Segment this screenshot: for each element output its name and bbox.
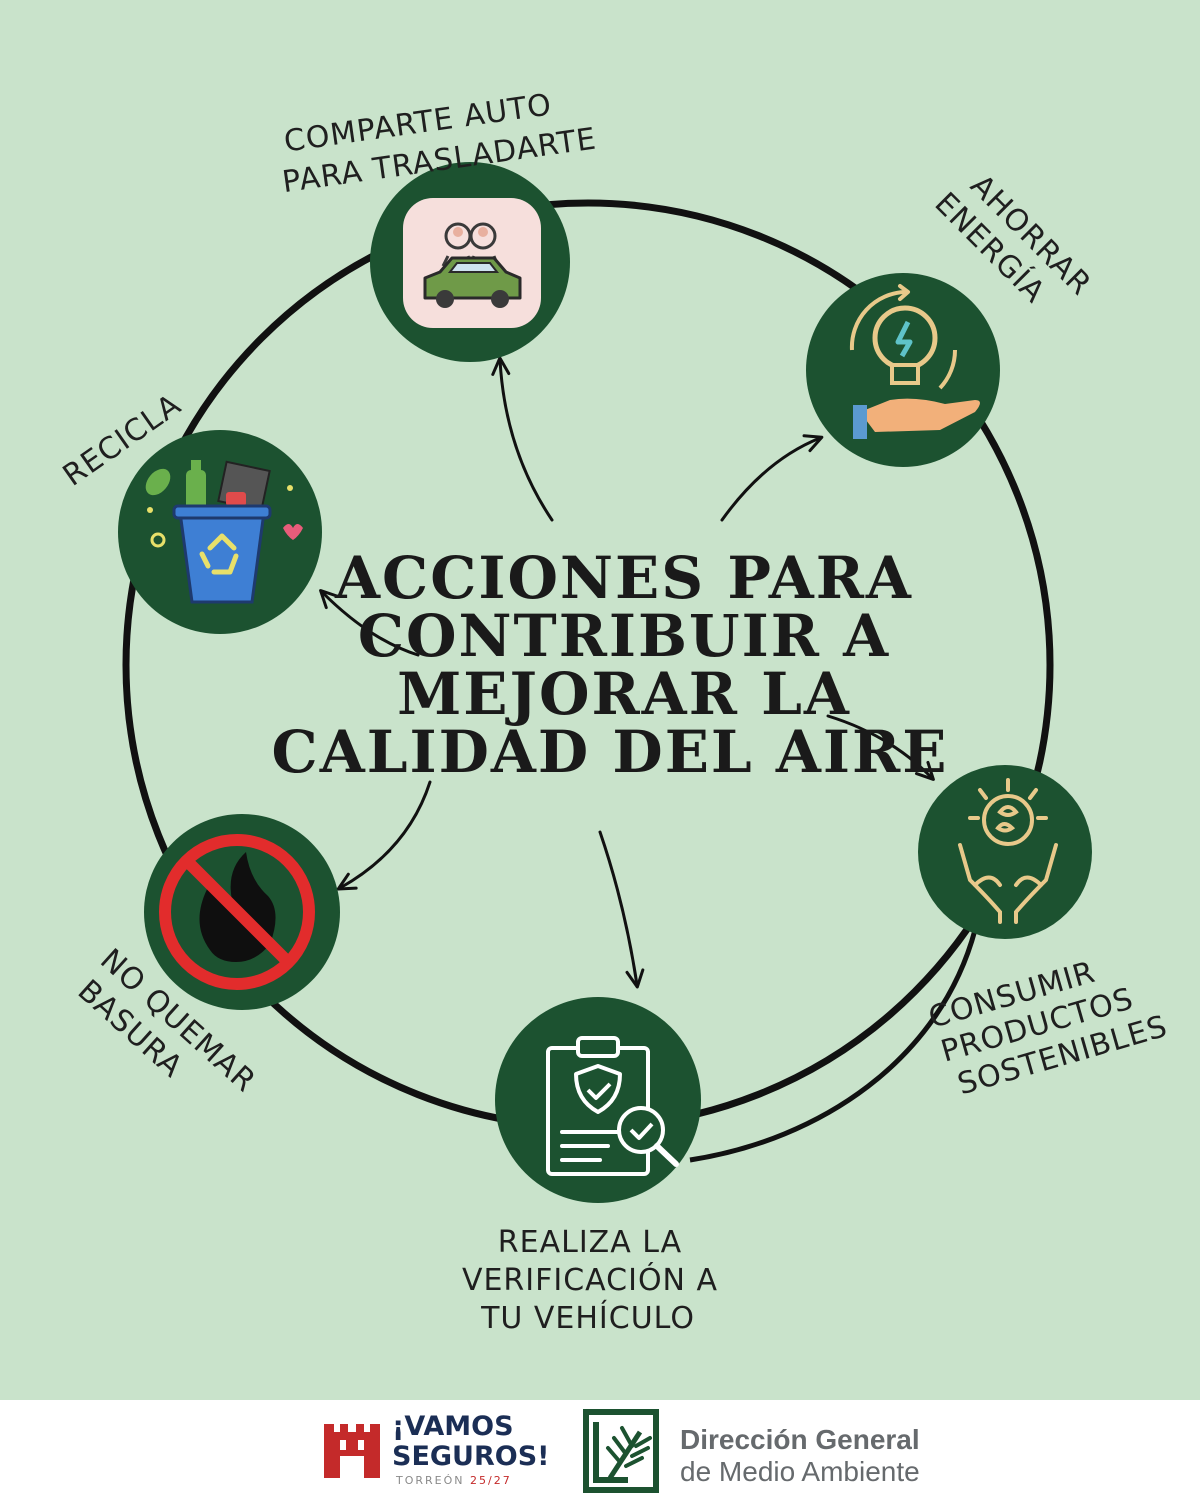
dgma-line1: Dirección General xyxy=(680,1424,920,1455)
energy-bulb-icon xyxy=(806,273,1000,467)
vamos-line1: ¡VAMOS xyxy=(392,1411,514,1442)
action-label-line: REALIZA LA xyxy=(498,1225,682,1260)
verification-clipboard-icon xyxy=(495,997,701,1203)
action-label-line: VERIFICACIÓN A xyxy=(462,1261,718,1298)
vamos-line2: SEGUROS! xyxy=(392,1441,550,1472)
no-burning-icon xyxy=(144,814,340,1010)
recycle-bin-icon xyxy=(118,430,322,634)
vamos-years: 25/27 xyxy=(470,1474,512,1487)
center-title: ACCIONES PARA CONTRIBUIR A MEJORAR LA CA… xyxy=(272,544,949,786)
vamos-city-name: TORREÓN xyxy=(396,1474,465,1487)
poster: COMPARTE AUTO PARA TRASLADARTE AHORRAR E… xyxy=(0,0,1200,1400)
title-line: MEJORAR LA xyxy=(397,660,851,728)
sustainable-hands-icon xyxy=(918,765,1092,939)
title-line: CALIDAD DEL AIRE xyxy=(272,718,949,786)
vamos-city: TORREÓN 25/27 xyxy=(396,1474,512,1487)
action-label-car: COMPARTE AUTO PARA TRASLADARTE xyxy=(280,87,599,200)
arrow-to-verify xyxy=(598,830,645,989)
title-line: CONTRIBUIR A xyxy=(358,602,890,670)
action-cycle-diagram: COMPARTE AUTO PARA TRASLADARTE AHORRAR E… xyxy=(57,87,1172,1336)
castle-icon xyxy=(324,1424,380,1478)
carpool-icon xyxy=(370,162,570,362)
arrow-to-products xyxy=(826,714,935,781)
arrow-to-energy xyxy=(720,434,824,522)
leaf-logo-icon xyxy=(583,1409,659,1493)
title-line: ACCIONES PARA xyxy=(334,544,913,612)
medio-ambiente-wordmark: Dirección General de Medio Ambiente xyxy=(680,1424,920,1488)
vamos-wordmark: ¡VAMOS SEGUROS! xyxy=(392,1412,549,1472)
vamos-seguros-logo: ¡VAMOS SEGUROS! TORREÓN 25/27 xyxy=(320,1410,560,1492)
footer: ¡VAMOS SEGUROS! TORREÓN 25/27 Dirección … xyxy=(0,1400,1200,1500)
action-label-verify: REALIZA LA VERIFICACIÓN A TU VEHÍCULO xyxy=(462,1225,718,1336)
dgma-line2: de Medio Ambiente xyxy=(680,1456,920,1487)
arrow-to-burn xyxy=(336,780,432,891)
action-label-line: TU VEHÍCULO xyxy=(480,1300,695,1336)
arrow-to-recycle xyxy=(319,589,420,657)
arrows xyxy=(319,356,935,989)
medio-ambiente-logo: Dirección General de Medio Ambiente xyxy=(578,1408,978,1494)
arrow-to-car xyxy=(491,356,554,522)
